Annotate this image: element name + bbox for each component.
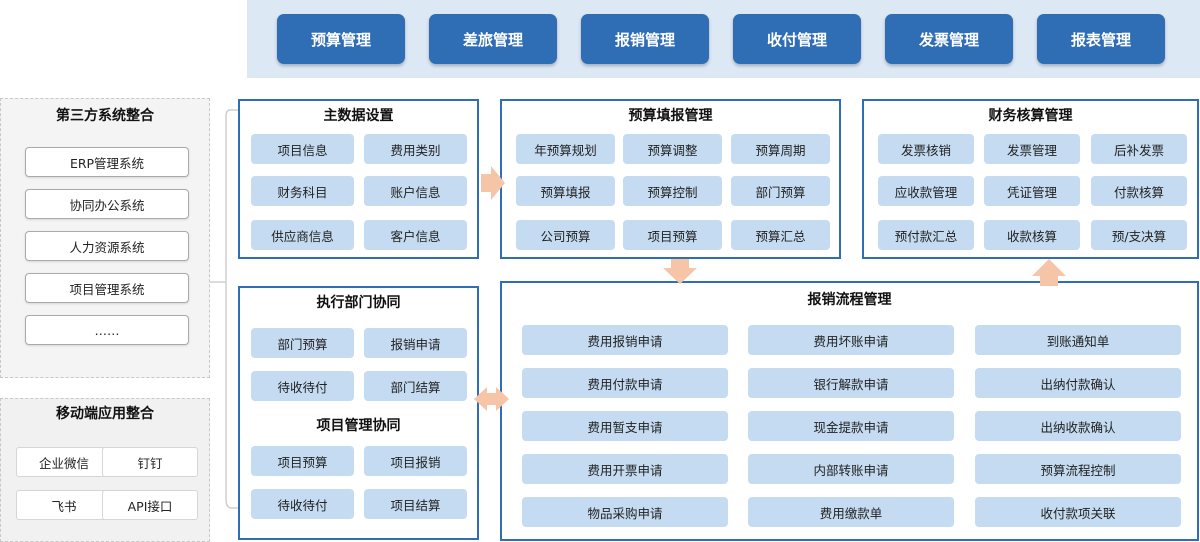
master-item-supplier-info[interactable]: 供应商信息 bbox=[251, 220, 354, 250]
dept-item-budget[interactable]: 部门预算 bbox=[251, 328, 354, 358]
finance-panel: 财务核算管理 发票核销 发票管理 后补发票 应收款管理 凭证管理 付款核算 预付… bbox=[862, 99, 1199, 259]
arrow-right-icon bbox=[481, 166, 505, 200]
reimburse-item-procurement[interactable]: 物品采购申请 bbox=[522, 497, 728, 527]
reimburse-item-bank-deposit[interactable]: 银行解款申请 bbox=[748, 368, 954, 398]
budget-panel: 预算填报管理 年预算规划 预算调整 预算周期 预算填报 预算控制 部门预算 公司… bbox=[500, 99, 841, 259]
third-party-integration-box: 第三方系统整合 ERP管理系统 协同办公系统 人力资源系统 项目管理系统 …… bbox=[0, 98, 210, 378]
more-systems-item[interactable]: …… bbox=[25, 315, 189, 345]
budget-item-summary[interactable]: 预算汇总 bbox=[731, 220, 830, 250]
master-item-expense-category[interactable]: 费用类别 bbox=[364, 134, 467, 164]
reimburse-item-invoicing-apply[interactable]: 费用开票申请 bbox=[522, 454, 728, 484]
finance-item-payment-accounting[interactable]: 付款核算 bbox=[1091, 176, 1187, 206]
master-item-customer-info[interactable]: 客户信息 bbox=[364, 220, 467, 250]
budget-item-department[interactable]: 部门预算 bbox=[731, 176, 830, 206]
master-item-account-info[interactable]: 账户信息 bbox=[364, 176, 467, 206]
master-item-accounting-subject[interactable]: 财务科目 bbox=[251, 176, 354, 206]
budget-item-company[interactable]: 公司预算 bbox=[516, 220, 615, 250]
project-collab-title: 项目管理协同 bbox=[316, 418, 401, 434]
arrow-up-icon bbox=[1032, 259, 1066, 286]
reimburse-item-fee-payment[interactable]: 费用缴款单 bbox=[748, 497, 954, 527]
reimburse-item-internal-transfer[interactable]: 内部转账申请 bbox=[748, 454, 954, 484]
api-interface-item[interactable]: API接口 bbox=[102, 490, 198, 520]
finance-item-settlement[interactable]: 预/支决算 bbox=[1091, 220, 1187, 250]
mobile-integration-box: 移动端应用整合 企业微信 钉钉 飞书 API接口 bbox=[0, 398, 210, 542]
third-party-title: 第三方系统整合 bbox=[56, 108, 154, 124]
finance-item-invoice-writeoff[interactable]: 发票核销 bbox=[878, 134, 974, 164]
reimburse-item-bad-debt[interactable]: 费用坏账申请 bbox=[748, 325, 954, 355]
reimburse-item-expense-claim[interactable]: 费用报销申请 bbox=[522, 325, 728, 355]
finance-item-voucher[interactable]: 凭证管理 bbox=[984, 176, 1080, 206]
budget-item-control[interactable]: 预算控制 bbox=[623, 176, 722, 206]
nav-travel-management[interactable]: 差旅管理 bbox=[429, 14, 557, 64]
collaboration-panel: 执行部门协同 部门预算 报销申请 待收待付 部门结算 项目管理协同 项目预算 项… bbox=[238, 286, 479, 540]
project-system-item[interactable]: 项目管理系统 bbox=[25, 273, 189, 303]
reimburse-item-cashier-payment[interactable]: 出纳付款确认 bbox=[975, 368, 1181, 398]
reimburse-title: 报销流程管理 bbox=[807, 292, 892, 308]
finance-item-receivables[interactable]: 应收款管理 bbox=[878, 176, 974, 206]
nav-reimbursement-management[interactable]: 报销管理 bbox=[581, 14, 709, 64]
project-item-pending[interactable]: 待收待付 bbox=[251, 489, 354, 519]
finance-item-invoice-management[interactable]: 发票管理 bbox=[984, 134, 1080, 164]
project-item-settlement[interactable]: 项目结算 bbox=[364, 489, 467, 519]
budget-item-filling[interactable]: 预算填报 bbox=[516, 176, 615, 206]
master-data-title: 主数据设置 bbox=[323, 108, 394, 124]
dept-item-settlement[interactable]: 部门结算 bbox=[364, 371, 467, 401]
nav-invoice-management[interactable]: 发票管理 bbox=[885, 14, 1013, 64]
finance-item-supplementary-invoice[interactable]: 后补发票 bbox=[1091, 134, 1187, 164]
project-item-budget[interactable]: 项目预算 bbox=[251, 446, 354, 476]
budget-item-annual-planning[interactable]: 年预算规划 bbox=[516, 134, 615, 164]
reimburse-item-budget-control[interactable]: 预算流程控制 bbox=[975, 454, 1181, 484]
project-item-reimburse[interactable]: 项目报销 bbox=[364, 446, 467, 476]
dingtalk-item[interactable]: 钉钉 bbox=[102, 447, 198, 477]
erp-system-item[interactable]: ERP管理系统 bbox=[25, 147, 189, 177]
wecom-item[interactable]: 企业微信 bbox=[16, 447, 112, 477]
dept-collab-title: 执行部门协同 bbox=[316, 295, 401, 311]
reimburse-item-payment-apply[interactable]: 费用付款申请 bbox=[522, 368, 728, 398]
nav-report-management[interactable]: 报表管理 bbox=[1037, 14, 1165, 64]
dept-item-pending[interactable]: 待收待付 bbox=[251, 371, 354, 401]
reimburse-item-cashier-receipt[interactable]: 出纳收款确认 bbox=[975, 411, 1181, 441]
arrow-down-icon bbox=[663, 259, 697, 284]
budget-item-cycle[interactable]: 预算周期 bbox=[731, 134, 830, 164]
finance-item-prepayment-summary[interactable]: 预付款汇总 bbox=[878, 220, 974, 250]
office-system-item[interactable]: 协同办公系统 bbox=[25, 189, 189, 219]
reimburse-item-advance-apply[interactable]: 费用暂支申请 bbox=[522, 411, 728, 441]
finance-title: 财务核算管理 bbox=[988, 108, 1073, 124]
nav-payment-management[interactable]: 收付管理 bbox=[733, 14, 861, 64]
finance-item-collection-accounting[interactable]: 收款核算 bbox=[984, 220, 1080, 250]
double-arrow-icon bbox=[474, 387, 509, 411]
dept-item-reimburse-apply[interactable]: 报销申请 bbox=[364, 328, 467, 358]
feishu-item[interactable]: 飞书 bbox=[16, 490, 112, 520]
nav-budget-management[interactable]: 预算管理 bbox=[277, 14, 405, 64]
budget-item-project[interactable]: 项目预算 bbox=[623, 220, 722, 250]
hr-system-item[interactable]: 人力资源系统 bbox=[25, 231, 189, 261]
integration-bracket bbox=[225, 109, 238, 509]
mobile-title: 移动端应用整合 bbox=[56, 406, 154, 422]
reimburse-item-payment-link[interactable]: 收付款项关联 bbox=[975, 497, 1181, 527]
master-item-project-info[interactable]: 项目信息 bbox=[251, 134, 354, 164]
budget-item-adjustment[interactable]: 预算调整 bbox=[623, 134, 722, 164]
master-data-panel: 主数据设置 项目信息 费用类别 财务科目 账户信息 供应商信息 客户信息 bbox=[238, 99, 479, 259]
budget-title: 预算填报管理 bbox=[628, 108, 713, 124]
top-nav-bar: 预算管理 差旅管理 报销管理 收付管理 发票管理 报表管理 bbox=[247, 0, 1200, 78]
reimburse-panel: 报销流程管理 费用报销申请 费用坏账申请 到账通知单 费用付款申请 银行解款申请… bbox=[500, 281, 1199, 541]
reimburse-item-cash-withdrawal[interactable]: 现金提款申请 bbox=[748, 411, 954, 441]
reimburse-item-arrival-notice[interactable]: 到账通知单 bbox=[975, 325, 1181, 355]
